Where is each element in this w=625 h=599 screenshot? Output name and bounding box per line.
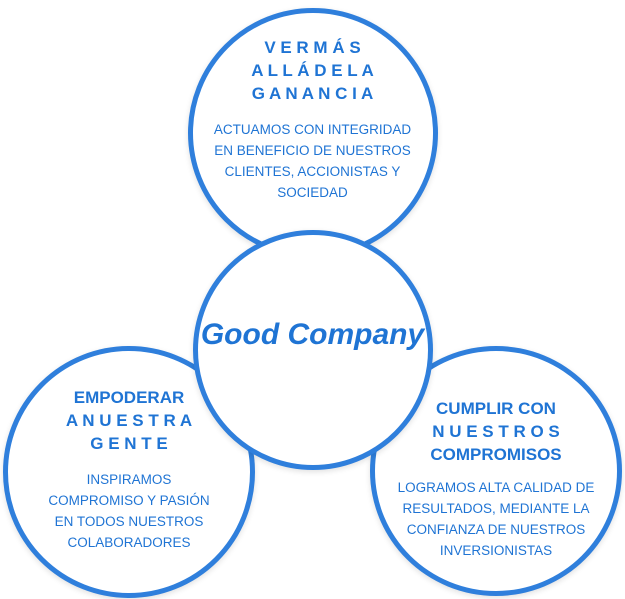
body-line: LOGRAMOS ALTA CALIDAD DE [397,480,595,495]
center-label: Good Company [200,318,425,351]
body-line: CONFIANZA DE NUESTROS [406,522,586,537]
top-value-heading: V E R M Á S A L L Á D E L A G A N A N C … [200,36,425,105]
body-line: ACTUAMOS CON INTEGRIDAD [213,122,412,137]
body-line: INVERSIONISTAS [439,543,553,558]
heading-line: COMPROMISOS [430,445,562,464]
body-line: RESULTADOS, MEDIANTE LA [402,501,590,516]
left-value-description: INSPIRAMOS COMPROMISO Y PASIÓN EN TODOS … [13,469,245,553]
heading-line: N U E S T R O S [432,422,560,441]
top-value-description: ACTUAMOS CON INTEGRIDAD EN BENEFICIO DE … [195,119,430,203]
body-line: COMPROMISO Y PASIÓN [48,493,210,508]
heading-line: A N U E S T R A [65,411,193,430]
top-value-circle [188,8,438,258]
heading-line: A L L Á D E L A [251,61,374,80]
body-line: CLIENTES, ACCIONISTAS Y [224,164,401,179]
right-value-heading: CUMPLIR CON N U E S T R O S COMPROMISOS [380,397,612,466]
heading-line: CUMPLIR CON [436,399,556,418]
body-line: SOCIEDAD [277,185,348,200]
heading-line: EMPODERAR [73,388,185,407]
center-circle [193,230,433,470]
body-line: INSPIRAMOS [86,472,172,487]
body-line: COLABORADORES [67,535,191,550]
body-line: EN BENEFICIO DE NUESTROS [214,143,411,158]
right-value-description: LOGRAMOS ALTA CALIDAD DE RESULTADOS, MED… [378,477,614,561]
heading-line: V E R M Á S [264,38,361,57]
heading-line: G E N T E [90,434,168,453]
body-line: EN TODOS NUESTROS [54,514,204,529]
left-value-heading: EMPODERAR A N U E S T R A G E N T E [18,386,240,455]
heading-line: G A N A N C I A [251,84,374,103]
